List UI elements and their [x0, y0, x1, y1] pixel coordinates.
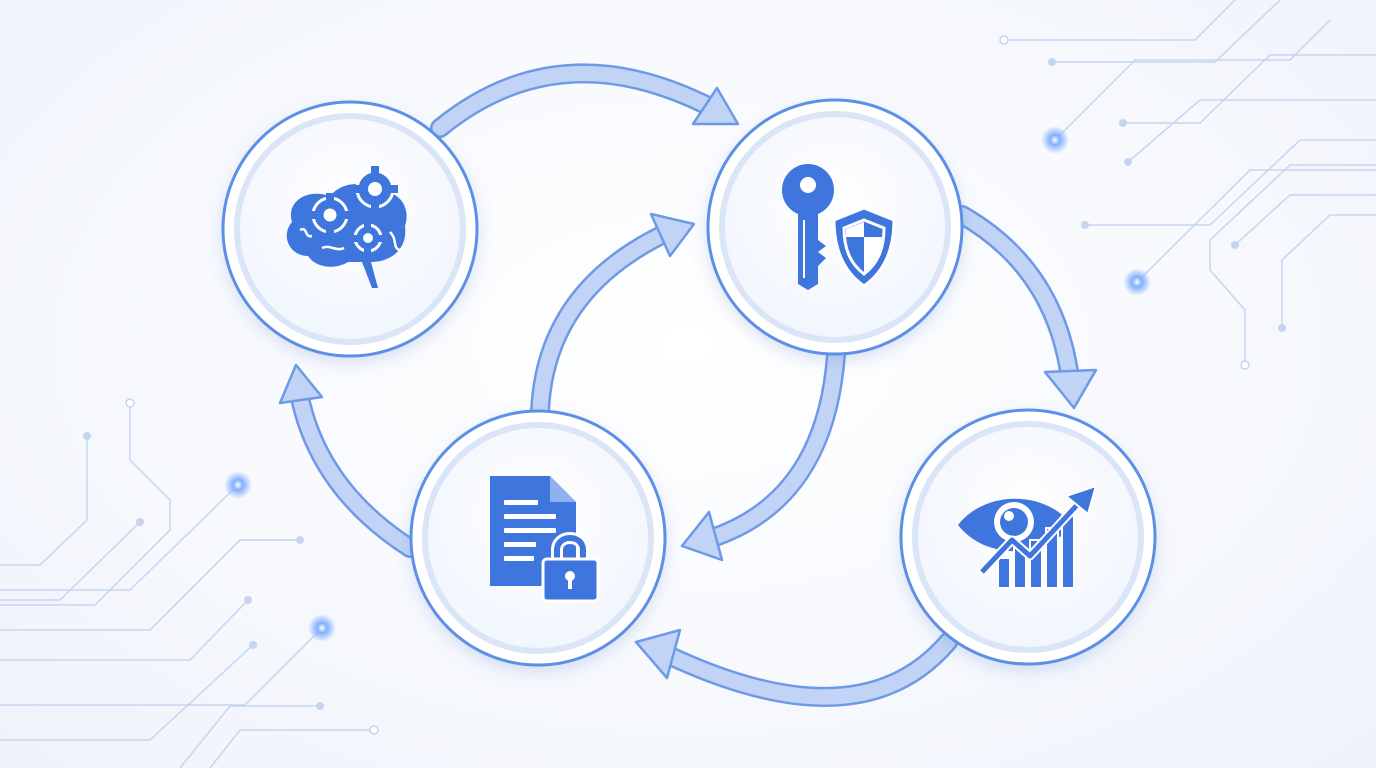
key-shield-icon — [782, 164, 896, 290]
brain-gears-icon — [286, 166, 407, 288]
arrow-access-to-document — [680, 345, 846, 562]
arrow-ai-to-access — [430, 63, 740, 138]
flow-arrows — [278, 63, 1098, 707]
eye-chart-icon — [958, 484, 1098, 589]
arrow-document-to-ai — [278, 363, 420, 558]
circuit-nodes-top-right — [999, 35, 1286, 370]
document-lock-icon — [490, 476, 600, 603]
glow-dots-bottom-left — [224, 471, 336, 642]
arrow-monitoring-to-document — [634, 628, 958, 707]
circuit-lines-bottom-left — [0, 403, 374, 768]
glow-dots-top-right — [1041, 126, 1151, 296]
arrow-document-to-access — [530, 212, 696, 422]
circuit-lines-top-right — [1004, 0, 1376, 365]
circuit-nodes-bottom-left — [83, 398, 379, 735]
arrow-access-to-monitoring — [952, 205, 1098, 410]
